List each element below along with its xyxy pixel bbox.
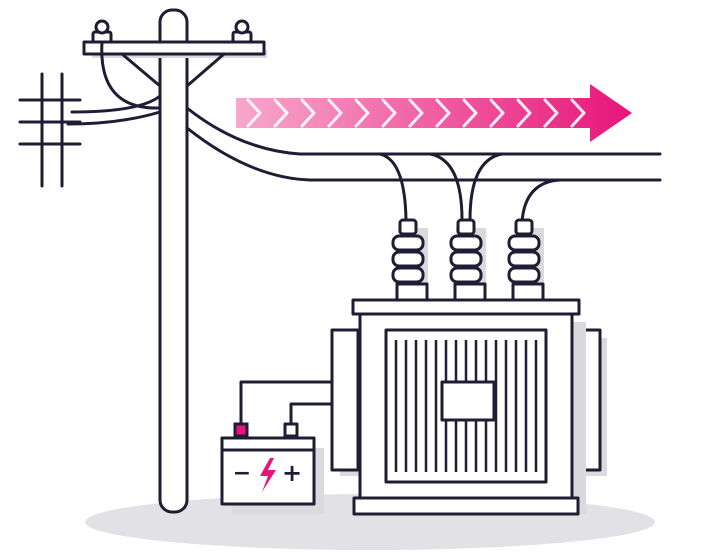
overhead-wires [66, 40, 662, 224]
bushing-center [449, 218, 487, 302]
battery-icon: − + [220, 422, 324, 514]
bushing-right [507, 218, 545, 302]
bushing-left [391, 218, 429, 302]
battery-plus-sign: + [282, 459, 302, 487]
battery-leads [239, 380, 334, 426]
flow-arrow-icon [236, 84, 632, 142]
lightning-bolt-icon [260, 458, 276, 492]
battery-minus-sign: − [233, 461, 251, 486]
left-wire-stubs [18, 72, 82, 188]
utility-pole-icon [82, 8, 267, 514]
battery-terminal-positive [233, 422, 249, 438]
battery-terminal-negative [283, 422, 299, 438]
pole-insulator-right [231, 19, 253, 44]
pole-insulator-left [91, 19, 113, 44]
transformer-nameplate [440, 380, 496, 422]
transformer-icon [330, 298, 607, 516]
